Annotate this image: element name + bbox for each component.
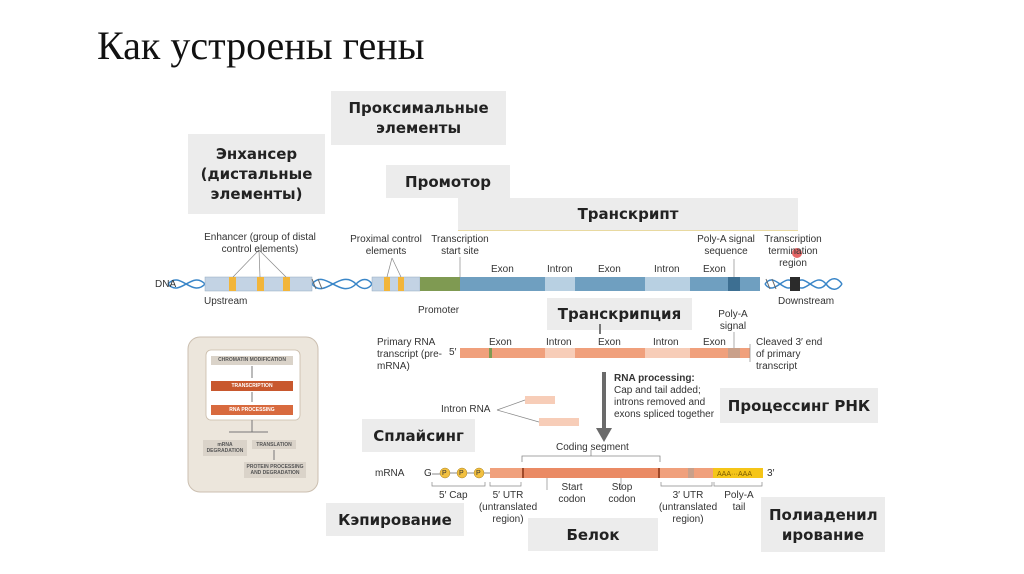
cap-g-label: G [424,468,432,479]
panel-protein-processing: PROTEIN PROCESSING AND DEGRADATION [246,464,304,476]
intron-rna-label: Intron RNA [441,404,491,415]
enhancer-label: Enhancer (group of distal control elemen… [204,232,316,255]
label-promoter: Промотор [386,165,510,198]
start-codon-label: Start codon [558,482,586,505]
pre-mrna-label: Primary RNA transcript (pre-mRNA) [377,337,443,372]
coding-segment-label: Coding segment [556,442,629,453]
panel-rna-processing: RNA PROCESSING [229,407,275,413]
pre-mrna-exon-1-label: Exon [489,337,512,348]
dna-exon-2-label: Exon [598,264,621,275]
stop-codon-label: Stop codon [608,482,636,505]
gene-exon-2 [575,277,645,291]
panel-mrna-degradation: mRNA DEGRADATION [206,442,244,454]
dna-exon-3-label: Exon [703,264,726,275]
label-rna-processing: Процессинг РНК [720,388,878,423]
downstream-label: Downstream [778,296,835,307]
pre-mrna-polya-signal [728,348,740,358]
pre-mrna-polya-signal-label: Poly-A signal [718,309,748,332]
mrna-3utr [660,468,713,478]
five-cap-label: 5′ Cap [439,490,468,501]
pre-mrna-intron-1-label: Intron [546,337,572,348]
dna-label: DNA [155,279,177,290]
enhancer-element-2 [257,277,264,291]
rna-processing-heading: RNA processing: [614,373,695,384]
panel-transcription: TRANSCRIPTION [231,383,273,389]
termination-region [790,277,800,291]
panel-translation: TRANSLATION [256,442,292,448]
intron-rna-piece-2 [539,418,579,426]
enhancer-element-1 [229,277,236,291]
pre-mrna-exon-2 [575,348,645,358]
label-transcript: Транскрипт [458,198,798,231]
dna-exon-1-label: Exon [491,264,514,275]
pre-mrna-exon-3 [690,348,750,358]
coding-segment-bracket [521,455,661,462]
polya-signal-seq-label: Poly-A signal sequence [697,234,755,257]
termination-label: Transcription termination region [764,234,822,269]
label-transcription: Транскрипция [547,298,692,330]
dna-intron-1-label: Intron [547,264,573,275]
three-utr-label: 3′ UTR (untranslated region) [658,490,718,525]
label-polyadenylation: Полиаденил ирование [761,497,885,552]
mrna-label: mRNA [375,468,405,479]
mrna-3prime: 3′ [767,468,775,479]
enhancer-element-3 [283,277,290,291]
proximal-region [371,276,421,292]
cap-p1-label: P [442,470,447,477]
promoter-label: Promoter [418,305,460,316]
pre-mrna-intron-2-label: Intron [653,337,679,348]
five-utr-label: 5′ UTR (untranslated region) [478,490,538,525]
polya-aaa-label: AAA···AAA [717,471,753,478]
polya-signal-seq [728,277,740,291]
proximal-control-label: Proximal control elements [350,234,422,257]
pre-mrna-exon-1 [460,348,545,358]
proximal-element-1 [384,277,390,291]
label-proximal-elements: Проксимальные элементы [331,91,506,145]
dna-helix-mid-2 [311,278,373,290]
proximal-element-2 [398,277,404,291]
panel-chromatin: CHROMATIN MODIFICATION [218,357,286,363]
mrna-5utr [490,468,522,478]
pre-mrna-exon-3-label: Exon [703,337,726,348]
cleaved-end-label: Cleaved 3′ end of primary transcript [756,337,823,372]
label-enhancer: Энхансер (дистальные элементы) [188,134,325,214]
pre-mrna-intron-2 [645,348,690,358]
pre-mrna-intron-1 [545,348,575,358]
intron-rna-piece-1 [525,396,555,404]
termination-marker [792,248,802,258]
gene-exon-3 [690,277,760,291]
cap-p2-label: P [459,470,464,477]
label-capping: Кэпирование [326,503,464,536]
polya-tail-label: Poly-A tail [724,490,754,513]
gene-intron-2 [645,277,690,291]
pre-mrna-exon-2-label: Exon [598,337,621,348]
dna-intron-2-label: Intron [654,264,680,275]
mrna-coding-segment [522,468,660,478]
rna-processing-text: Cap and tail added; introns removed and … [614,385,715,420]
upstream-label: Upstream [204,296,248,307]
tss-label: Transcription start site [431,234,489,257]
page-title: Как устроены гены [97,23,425,68]
label-splicing: Сплайсинг [362,419,475,452]
pre-mrna-5prime: 5′ [449,347,457,358]
dna-helix-right-2 [764,279,843,290]
gene-exon-1 [460,277,545,291]
cap-p3-label: P [476,470,481,477]
gene-intron-1 [545,277,575,291]
promoter-region [420,277,460,291]
label-protein: Белок [528,518,658,551]
mrna-polya-tail [713,468,763,478]
dna-helix-left-2 [167,279,206,289]
